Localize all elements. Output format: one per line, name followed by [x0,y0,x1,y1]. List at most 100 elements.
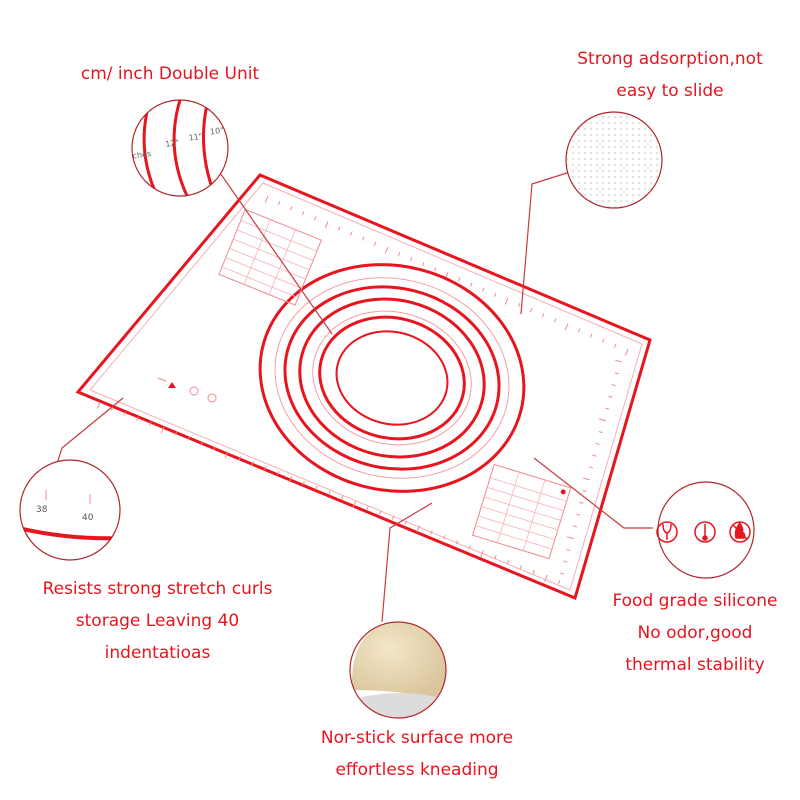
ruler-tick [123,411,127,416]
ruler-tick [532,569,535,575]
ruler-tick [313,216,317,221]
ruler-tick [504,297,509,305]
ruler-tick [409,257,413,262]
ruler-tick [264,195,269,203]
caption-line: Nor-stick surface more [320,728,514,748]
caption-line: thermal stability [625,655,765,675]
caption-nonstick: Nor-stick surface more effortless kneadi… [282,722,552,786]
ruler-tick [493,292,497,297]
ruler-tick [614,372,619,375]
ruler-tick [469,282,473,287]
callout-line-food [533,457,653,529]
ruler-tick [558,579,561,584]
caption-line: storage Leaving 40 [75,611,240,631]
cm-label: 40 [82,513,94,523]
ruler-tick [564,323,569,331]
callout-lines [54,169,653,623]
ruler-tick [468,545,472,550]
ruler-tick [288,475,293,483]
callout-line-unit [217,169,333,335]
ruler-tick [577,328,581,333]
caption-line: indentatioas [104,643,211,663]
ruler-tick [517,302,521,307]
ruler-tick [200,441,203,446]
ruler-tick [582,490,587,493]
ruler-tick [592,454,597,457]
caption-line: Resists strong stretch curls [42,579,273,599]
ruler-tick [349,231,353,236]
ruler-tick [624,348,629,356]
ruler-tick [251,461,254,466]
inset-food-grade-icons [656,481,755,579]
circle-guide [312,310,472,446]
circle-guide [274,277,510,479]
ruler-tick [579,501,584,504]
caption-stretch: Resists strong stretch curls storage Lea… [10,573,305,669]
wine-glass-fork-icon [656,521,678,543]
ruler-tick [553,318,557,323]
ruler-tick [264,466,267,471]
ruler-tick [443,535,446,540]
circle-guide [335,330,449,426]
caption-adsorption: Strong adsorption,not easy to slide [540,43,800,107]
ruler-tick [506,560,510,565]
ruler-tick [601,338,605,343]
inch-label: 10" [209,126,224,137]
mat-sheet [75,173,652,601]
ruler-tick [397,251,401,256]
no-fire-icon [729,521,751,543]
callout-line-nonstick [381,502,433,623]
ruler-tick [589,333,593,338]
caption-line: cm/ inch Double Unit [80,64,260,84]
ruler-tick [391,515,395,520]
ruler-tick [289,206,293,211]
ruler-tick [480,550,484,558]
circle-guide [298,297,486,459]
ruler-tick [328,490,331,495]
ruler-tick [433,267,437,272]
ruler-tick [615,359,623,363]
caption-food-grade: Food grade silicone No odor,good thermal… [590,585,800,681]
inset-mat-edge: 38 40 [19,459,121,561]
ruler-tick [563,560,568,563]
ruler-tick [384,246,389,254]
ruler-tick [277,200,281,205]
ruler-tick [576,513,581,516]
inset-texture [565,111,663,209]
ruler-tick [566,536,574,540]
ruler-tick [160,426,165,434]
ruler-tick [544,574,548,582]
inch-label: 12" [165,138,180,149]
ruler-tick [276,471,280,476]
circle-guide [283,285,501,471]
ruler-tick [529,308,533,313]
ruler-tick [352,500,357,508]
ruler-tick [457,277,461,282]
ruler-tick [366,505,369,510]
ruler-tick [315,485,318,490]
mat-small-icons [157,377,217,403]
ruler-tick [324,221,329,229]
inch-label: 11" [188,132,203,143]
ruler-tick [613,343,617,348]
ruler-tick [589,466,594,469]
ruler-tick [337,226,341,231]
circle-guide [318,315,466,441]
inset-inch-ruler: ches 12" 11" 10" [131,99,229,197]
ruler-tick [97,401,101,409]
caption-line: Food grade silicone [612,591,778,611]
cm-label: 38 [36,505,48,515]
caption-line: easy to slide [616,81,724,101]
ruler-tick [494,555,497,560]
ruler-tick [572,525,578,528]
inch-label: ches [132,149,152,160]
ruler-tick [599,418,607,422]
ruler-tick [541,313,545,318]
ruler-tick [595,442,600,445]
ruler-tick [430,530,433,535]
ruler-tick [361,236,365,241]
ruler-tick [519,564,523,570]
ruler-tick [608,395,613,398]
circle-guide [258,263,526,493]
